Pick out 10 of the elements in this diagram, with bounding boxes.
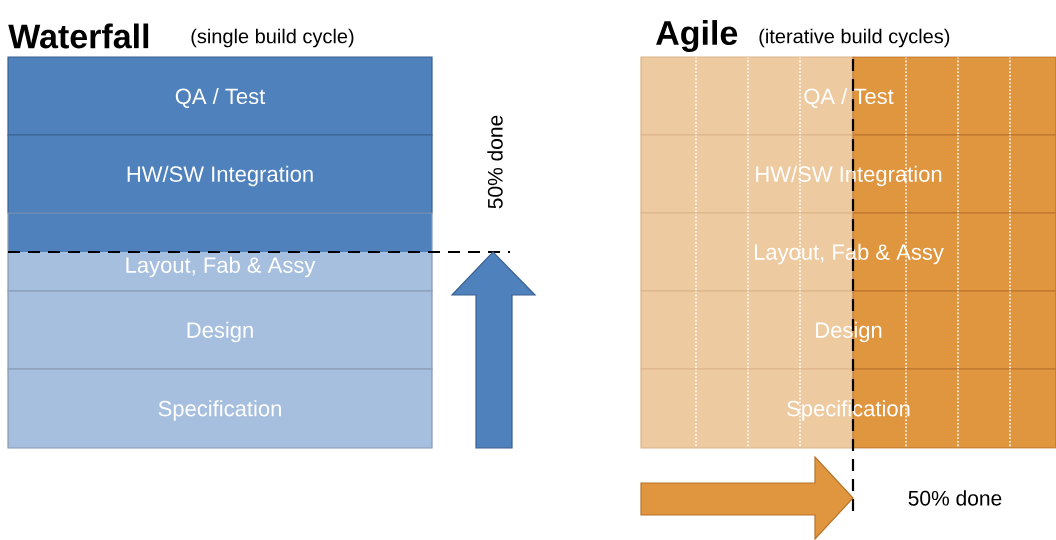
heading: Agile — [656, 20, 738, 52]
heading: Waterfall — [8, 23, 149, 49]
process-box: QA / Test — [7, 56, 433, 136]
process-box: Specification — [7, 368, 433, 449]
subtitle: (iterative build cycles) — [759, 28, 950, 48]
process-box: HW/SW Integration — [640, 134, 1056, 214]
progress-label: 50% done — [487, 115, 503, 209]
process-box: Layout, Fab & Assy — [7, 212, 433, 292]
progress-label: 50% done — [908, 490, 1002, 506]
process-box: QA / Test — [640, 56, 1056, 136]
